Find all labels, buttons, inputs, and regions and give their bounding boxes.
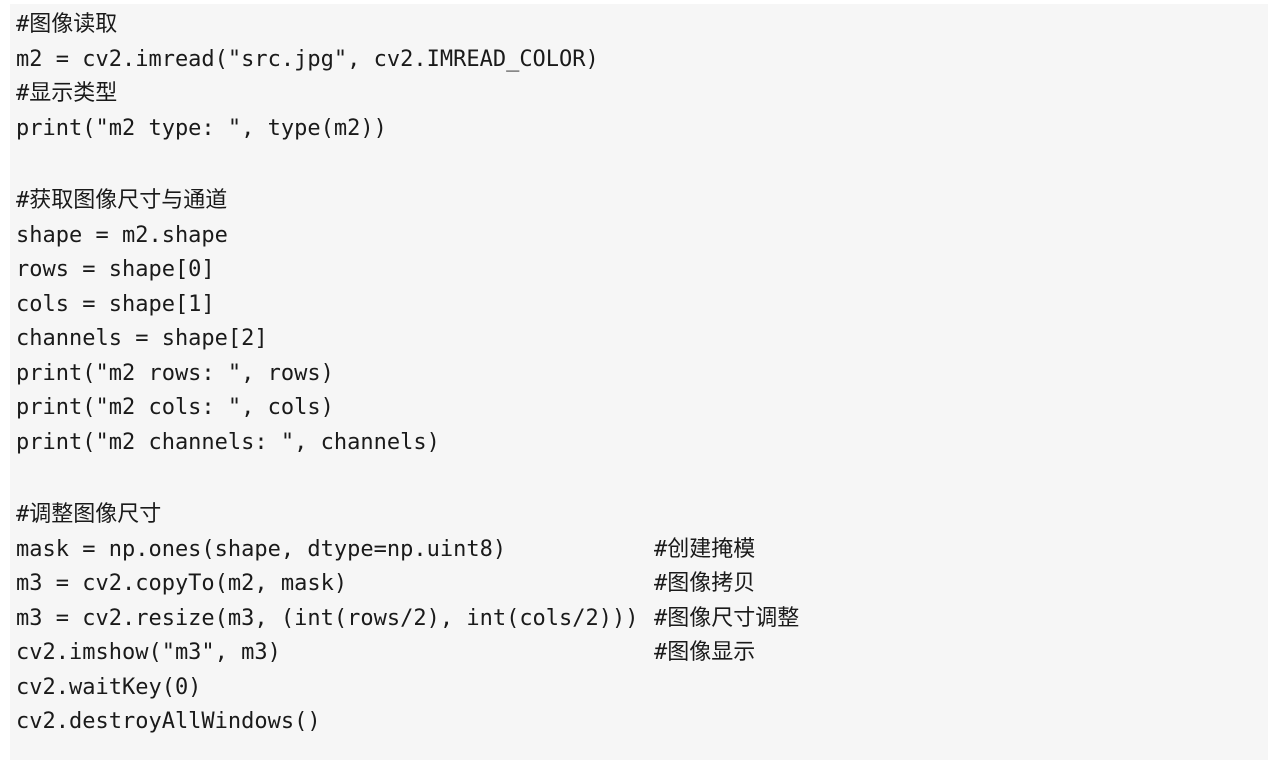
code-line: #获取图像尺寸与通道 [16,184,1268,219]
code-text: rows = shape[0] [16,257,215,282]
code-line: cv2.waitKey(0) [16,671,1268,706]
code-text: cv2.waitKey(0) [16,674,202,700]
code-text: cols = shape[1] [16,291,215,317]
blank-line [16,146,1268,184]
code-text: cv2.imshow("m3", m3) [16,640,281,665]
code-text: #调整图像尺寸 [16,502,162,527]
code-line: print("m2 channels: ", channels) [16,426,1268,461]
code-line: print("m2 type: ", type(m2)) [16,112,1268,147]
code-line: cv2.imshow("m3", m3) #图像显示 [16,636,1268,671]
blank-line [16,460,1268,498]
code-line: channels = shape[2] [16,322,1268,357]
code-line: #显示类型 [16,77,1268,112]
code-text: cv2.destroyAllWindows() [16,709,321,734]
code-text: #图像读取 [16,12,118,37]
code-line: m3 = cv2.resize(m3, (int(rows/2), int(co… [16,602,1268,637]
code-line: print("m2 rows: ", rows) [16,357,1268,392]
code-text: mask = np.ones(shape, dtype=np.uint8) [16,536,507,562]
code-line: m2 = cv2.imread("src.jpg", cv2.IMREAD_CO… [16,43,1268,78]
code-block: #图像读取 m2 = cv2.imread("src.jpg", cv2.IMR… [10,4,1268,760]
code-text: print("m2 rows: ", rows) [16,360,334,386]
code-comment: #图像拷贝 [654,571,756,596]
code-comment: #图像尺寸调整 [654,605,800,631]
code-text: shape = m2.shape [16,222,228,248]
code-text: channels = shape[2] [16,326,268,351]
code-line: m3 = cv2.copyTo(m2, mask) #图像拷贝 [16,567,1268,602]
code-text: #获取图像尺寸与通道 [16,188,228,213]
code-line: mask = np.ones(shape, dtype=np.uint8) #创建… [16,533,1268,568]
code-text: #显示类型 [16,81,118,106]
code-text: print("m2 type: ", type(m2)) [16,115,387,141]
code-text: print("m2 channels: ", channels) [16,429,440,455]
code-line: cols = shape[1] [16,288,1268,323]
code-line: shape = m2.shape [16,219,1268,254]
code-line: rows = shape[0] [16,253,1268,288]
code-comment: #创建掩模 [654,536,756,562]
code-text: m2 = cv2.imread("src.jpg", cv2.IMREAD_CO… [16,46,599,72]
code-line: cv2.destroyAllWindows() [16,705,1268,740]
code-line: #调整图像尺寸 [16,498,1268,533]
code-comment: #图像显示 [654,640,756,665]
code-text: m3 = cv2.copyTo(m2, mask) [16,571,348,596]
code-text: m3 = cv2.resize(m3, (int(rows/2), int(co… [16,605,639,631]
code-line: #图像读取 [16,8,1268,43]
code-text: print("m2 cols: ", cols) [16,395,334,420]
code-line: print("m2 cols: ", cols) [16,391,1268,426]
